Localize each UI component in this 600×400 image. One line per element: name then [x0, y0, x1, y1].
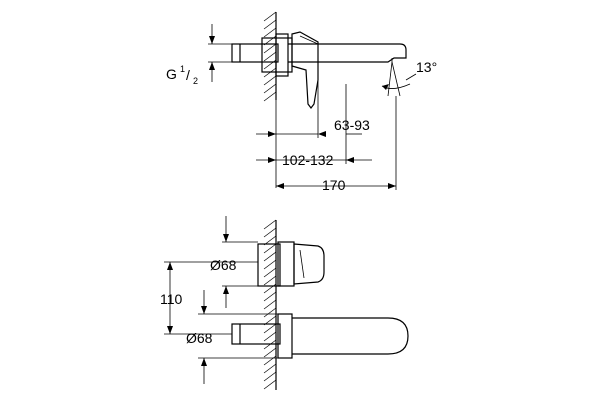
thread-label-num: 1 [180, 64, 185, 74]
spout-cover-plate [277, 313, 293, 359]
lever-top-edge [299, 35, 319, 45]
angle-arrow [382, 84, 389, 90]
hatch-line [263, 27, 277, 38]
dim-110-arrow-top [167, 262, 173, 270]
hatch-line [263, 11, 277, 22]
dim-63-93-label: 63-93 [334, 117, 370, 133]
dia-top-label: Ø68 [210, 257, 237, 273]
hatch-line [263, 51, 277, 62]
dim-110-arrow-bottom [167, 326, 173, 334]
cover-plate [275, 33, 289, 77]
hatch-line [263, 259, 277, 270]
hatch-line [263, 243, 277, 254]
hatch-line [263, 59, 277, 70]
hatch-line [263, 371, 277, 382]
wall-hatching-bottom [263, 219, 277, 390]
dia-bottom-label: Ø68 [186, 330, 213, 346]
mixer-handle-edge [299, 249, 305, 279]
thread-label-den: 2 [193, 76, 198, 86]
hatch-line [263, 355, 277, 366]
hatch-line [263, 283, 277, 294]
wall-hatching-top [263, 11, 277, 102]
hatch-line [263, 91, 277, 102]
hatch-line [263, 219, 277, 230]
hatch-line [263, 227, 277, 238]
hatch-line [263, 75, 277, 86]
dim-102-132-label: 102-132 [282, 152, 334, 168]
hatch-line [263, 267, 277, 278]
dim-170-arrow-right [388, 183, 396, 189]
dia-top-arrow-top [223, 234, 229, 242]
side-view: G 1 / 2 13° 63-93 102-132 170 [166, 11, 437, 193]
dim-170-label: 170 [322, 177, 346, 193]
angle-line-b [391, 61, 401, 97]
dim-170-arrow-left [276, 183, 284, 189]
dia-top-arrow-bottom [223, 286, 229, 294]
hatch-line [263, 83, 277, 94]
spout-front [292, 317, 409, 355]
hatch-line [263, 323, 277, 334]
dia-bottom-arrow-bottom [201, 358, 207, 366]
thread-arrow-bottom [209, 62, 215, 70]
dim-110-label: 110 [160, 291, 183, 307]
hatch-line [263, 291, 277, 302]
mixer-handle [293, 243, 325, 285]
thread-pipe [231, 43, 279, 63]
dia-bottom-arrow-top [201, 306, 207, 314]
thread-arrow-top [209, 36, 215, 44]
angle-line-a [387, 61, 393, 97]
hatch-line [263, 379, 277, 390]
hatch-line [263, 275, 277, 286]
mixer-cover-rear [257, 243, 281, 287]
dim-63-93-arrow-mid [318, 131, 326, 137]
dim-102-132-arrow-right [346, 157, 354, 163]
hatch-line [263, 307, 277, 318]
front-view: Ø68 110 Ø68 [160, 216, 409, 390]
hatch-line [263, 347, 277, 358]
thread-label-slash: / [186, 67, 190, 83]
angle-leader [405, 73, 417, 81]
hatch-line [263, 43, 277, 54]
hatch-line [263, 331, 277, 342]
thread-label-g: G [166, 66, 177, 82]
dim-102-132-arrow-left [268, 157, 276, 163]
hatch-line [263, 19, 277, 30]
lever-handle [291, 31, 319, 109]
angle-label: 13° [416, 59, 437, 75]
hatch-line [263, 363, 277, 374]
dim-63-93-arrow-left [268, 131, 276, 137]
spout [288, 43, 407, 63]
hatch-line [263, 299, 277, 310]
hatch-line [263, 251, 277, 262]
